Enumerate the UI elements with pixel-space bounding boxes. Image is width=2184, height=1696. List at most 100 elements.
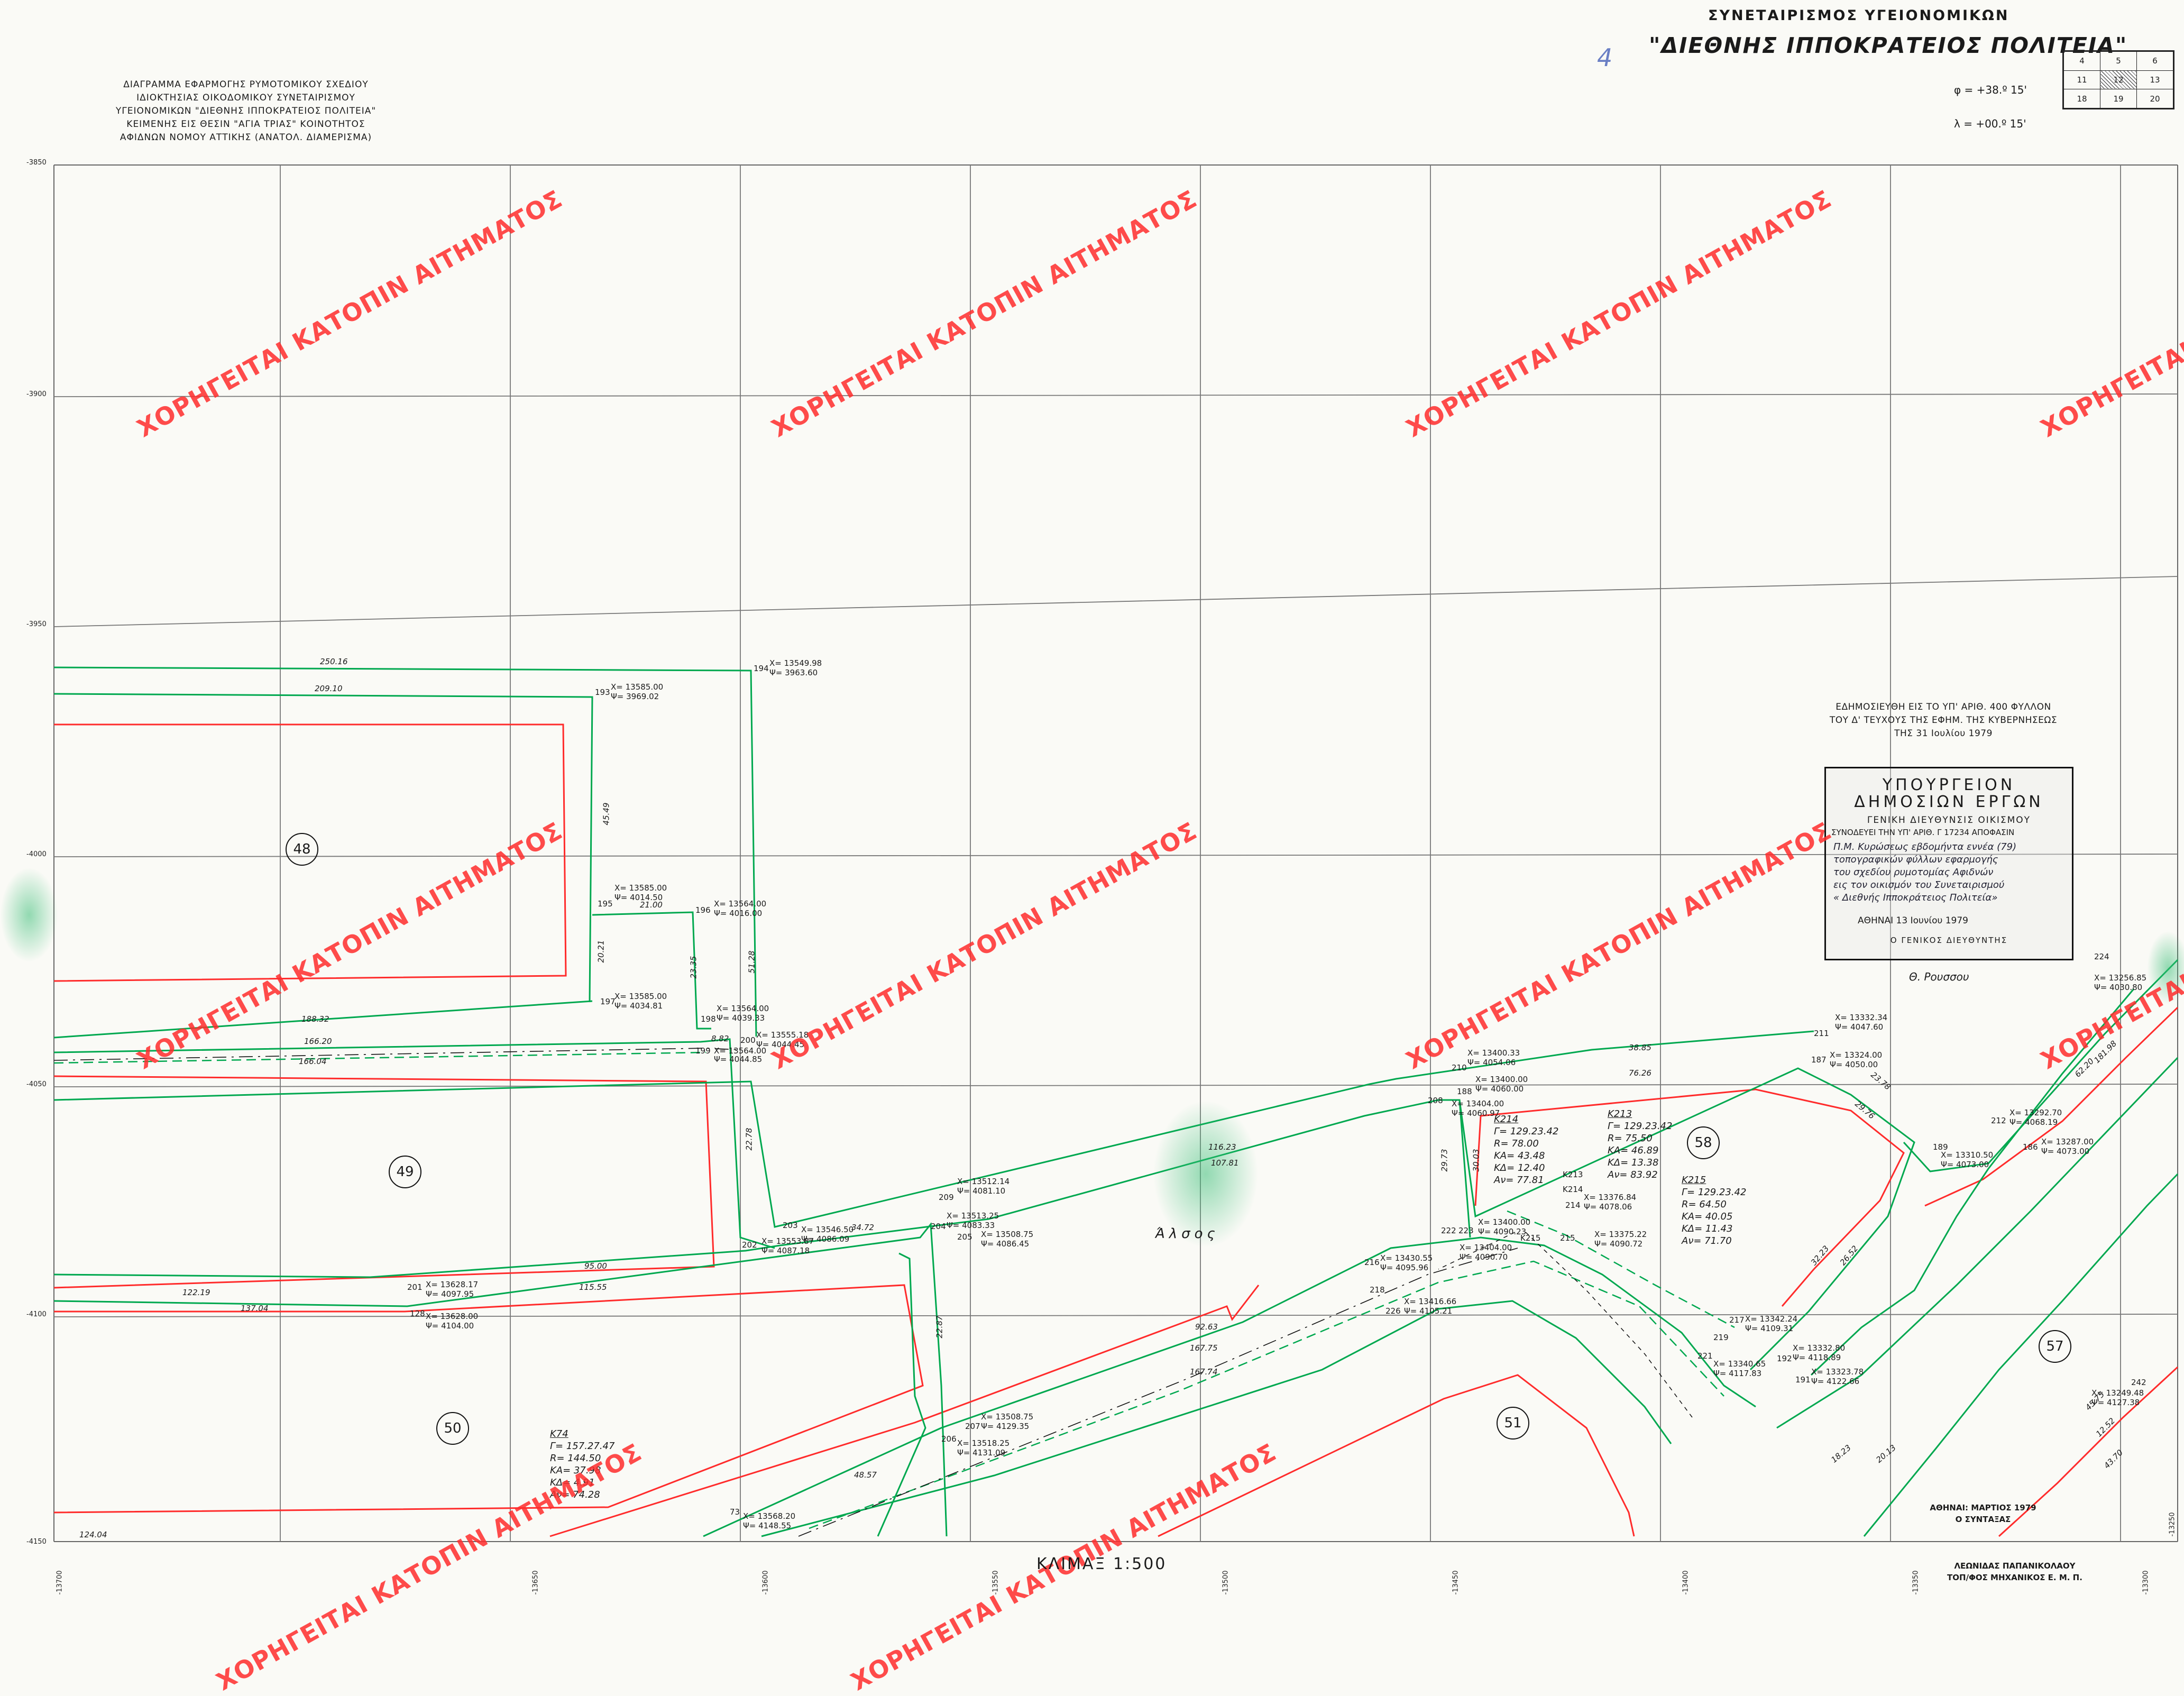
- publication-note: ΕΔΗΜΟΣΙΕΥΘΗ ΕΙΣ ΤΟ ΥΠ' ΑΡΙΘ. 400 ΦΥΛΛΟΝ …: [1811, 701, 2076, 740]
- point-number: 198: [701, 1014, 716, 1024]
- point-number: 203: [783, 1221, 798, 1230]
- note-line: ΕΔΗΜΟΣΙΕΥΘΗ ΕΙΣ ΤΟ ΥΠ' ΑΡΙΘ. 400 ΦΥΛΛΟΝ: [1836, 702, 2051, 712]
- point-coord: Ψ= 4087.18: [761, 1246, 810, 1255]
- point-coord: X= 13332.34: [1835, 1013, 1888, 1022]
- grid-label-y: -4050: [26, 1080, 47, 1088]
- street-line: [53, 1222, 948, 1537]
- lot-outline-49: [53, 1075, 715, 1289]
- curve-value: Γ= 129.23.42: [1494, 1126, 1559, 1137]
- dimension-label: 166.04: [299, 1057, 327, 1066]
- grid-label-x: -13400: [1682, 1570, 1690, 1595]
- point-coord: Ψ= 4078.06: [1584, 1202, 1632, 1212]
- point-coord: X= 13568.20: [743, 1511, 796, 1521]
- point-coord: X= 13256.85: [2094, 973, 2147, 983]
- place-name: Άλσος: [1155, 1226, 1219, 1242]
- point-coord: Ψ= 4095.96: [1380, 1263, 1429, 1272]
- lot-outline-50: [53, 1284, 924, 1514]
- point-coord: X= 13549.98: [769, 658, 822, 668]
- point-number: 191: [1795, 1375, 1811, 1385]
- dimension-label: 188.32: [301, 1014, 329, 1024]
- point-coord: X= 13628.17: [426, 1280, 479, 1289]
- street-line: [592, 911, 711, 1030]
- grid-label-x: -13300: [2142, 1570, 2150, 1595]
- sheet-cell: 6: [2136, 51, 2173, 71]
- stamp-handwritten: « Διεθνής Ιπποκράτειος Πολιτεία»: [1833, 892, 1998, 903]
- point-coord: Ψ= 4083.33: [947, 1221, 995, 1230]
- curve-value: Αν= 83.92: [1608, 1169, 1658, 1180]
- stamp-handwritten: τοπογραφικών φύλλων εφαρμογής: [1833, 854, 1998, 865]
- point-number: 207: [965, 1422, 980, 1431]
- point-coord: Ψ= 3963.60: [769, 668, 818, 677]
- point-coord: X= 13564.00: [714, 899, 767, 909]
- road-axis-line: [1507, 1210, 1735, 1328]
- curve-id: K215: [1682, 1175, 1706, 1186]
- point-number: 208: [1428, 1096, 1443, 1105]
- curve-value: Γ= 157.27.47: [550, 1441, 615, 1452]
- dimension-label: 38.85: [1629, 1043, 1651, 1052]
- dimension-label: 76.26: [1629, 1068, 1651, 1078]
- point-number: 195: [598, 899, 613, 909]
- sheet-cell: 20: [2136, 89, 2173, 108]
- point-number: 206: [941, 1434, 957, 1444]
- point-coord: Ψ= 4016.00: [714, 909, 763, 918]
- stamp-handwritten: Π.Μ. Κυρώσεως εβδομήντα εννέα (79): [1833, 841, 2017, 852]
- point-number: 216: [1364, 1258, 1380, 1267]
- point-coord: X= 13518.25: [957, 1438, 1010, 1448]
- footer-line: ΛΕΩΝΙΔΑΣ ΠΑΠΑΝΙΚΟΛΑΟΥ: [1954, 1561, 2076, 1571]
- point-coord: Ψ= 4054.06: [1467, 1058, 1516, 1067]
- point-number: 197: [600, 997, 616, 1006]
- point-number: 199: [695, 1046, 711, 1056]
- dimension-label: 48.57: [854, 1470, 877, 1480]
- dimension-label: 167.74: [1190, 1367, 1218, 1377]
- grid-label-x: -13500: [1222, 1570, 1230, 1595]
- dimension-label: 124.04: [79, 1530, 107, 1539]
- longitude: λ = +00.º 15': [1954, 117, 2026, 130]
- footer-line: ΤΟΠ/ΦΟΣ ΜΗΧΑΝΙΚΟΣ Ε. Μ. Π.: [1947, 1573, 2082, 1582]
- sheet-cell: 13: [2136, 70, 2173, 90]
- point-coord: Ψ= 4129.35: [981, 1422, 1030, 1431]
- dimension-label: 22.87: [934, 1315, 944, 1339]
- point-coord: X= 13585.00: [614, 992, 667, 1001]
- plan-drawing: [53, 164, 2179, 1542]
- point-coord: Ψ= 4127.38: [2091, 1398, 2140, 1407]
- stamp-line: ΔΗΜΟΣΙΩΝ ΕΡΓΩΝ: [1854, 793, 2044, 811]
- curve-value: Γ= 129.23.42: [1608, 1121, 1673, 1132]
- lot-outline-51: [1158, 1374, 1635, 1537]
- point-number: 214: [1565, 1200, 1581, 1210]
- point-coord: X= 13513.25: [947, 1211, 999, 1221]
- title-line: ΑΦΙΔΝΩΝ ΝΟΜΟΥ ΑΤΤΙΚΗΣ (ΑΝΑΤΟΛ. ΔΙΑΜΕΡΙΣΜ…: [120, 132, 372, 143]
- point-coord: Ψ= 4090.70: [1460, 1252, 1508, 1262]
- dimension-label: 45.49: [601, 802, 611, 826]
- grid-line-h: [53, 854, 2178, 857]
- grid-label-x: -13600: [761, 1570, 770, 1595]
- point-number: 193: [595, 687, 610, 697]
- street-line: [1749, 1310, 1810, 1371]
- sheet-cell: 11: [2063, 70, 2100, 90]
- point-number: 194: [754, 664, 769, 673]
- curve-id: K214: [1563, 1185, 1583, 1194]
- grid-line-h: [53, 576, 2178, 627]
- curve-value: Γ= 129.23.42: [1682, 1187, 1747, 1198]
- curve-value: Αν= 74.28: [550, 1489, 600, 1500]
- grid-label-x: -13350: [1912, 1570, 1920, 1595]
- point-number: 204: [931, 1222, 946, 1231]
- curve-id: K214: [1494, 1114, 1519, 1125]
- street-line: [1810, 988, 2135, 1376]
- point-number: 186: [2023, 1142, 2038, 1152]
- point-coord: X= 13564.00: [717, 1004, 769, 1013]
- title-line: ΙΔΙΟΚΤΗΣΙΑΣ ΟΙΚΟΔΟΜΙΚΟΥ ΣΥΝΕΤΑΙΡΙΣΜΟΥ: [136, 93, 355, 103]
- curve-value: ΚΑ= 37.98: [550, 1465, 601, 1476]
- point-number: 226: [1385, 1306, 1401, 1316]
- grid-line-h: [53, 393, 2178, 397]
- point-number: 242: [2131, 1378, 2146, 1387]
- curve-value: ΚΑ= 46.89: [1608, 1145, 1659, 1156]
- point-coord: X= 13342.24: [1745, 1314, 1798, 1324]
- scale-label: ΚΛΙΜΑΞ 1:500: [1036, 1555, 1167, 1573]
- point-coord: Ψ= 4050.00: [1830, 1060, 1878, 1069]
- block-number: 58: [1687, 1126, 1720, 1159]
- point-coord: X= 13585.00: [614, 883, 667, 893]
- point-coord: X= 13310.50: [1941, 1150, 1994, 1160]
- dimension-label: 30.03: [1471, 1149, 1481, 1172]
- ink-stain: [2147, 931, 2184, 1005]
- lot-outline-57b: [1924, 1006, 2179, 1207]
